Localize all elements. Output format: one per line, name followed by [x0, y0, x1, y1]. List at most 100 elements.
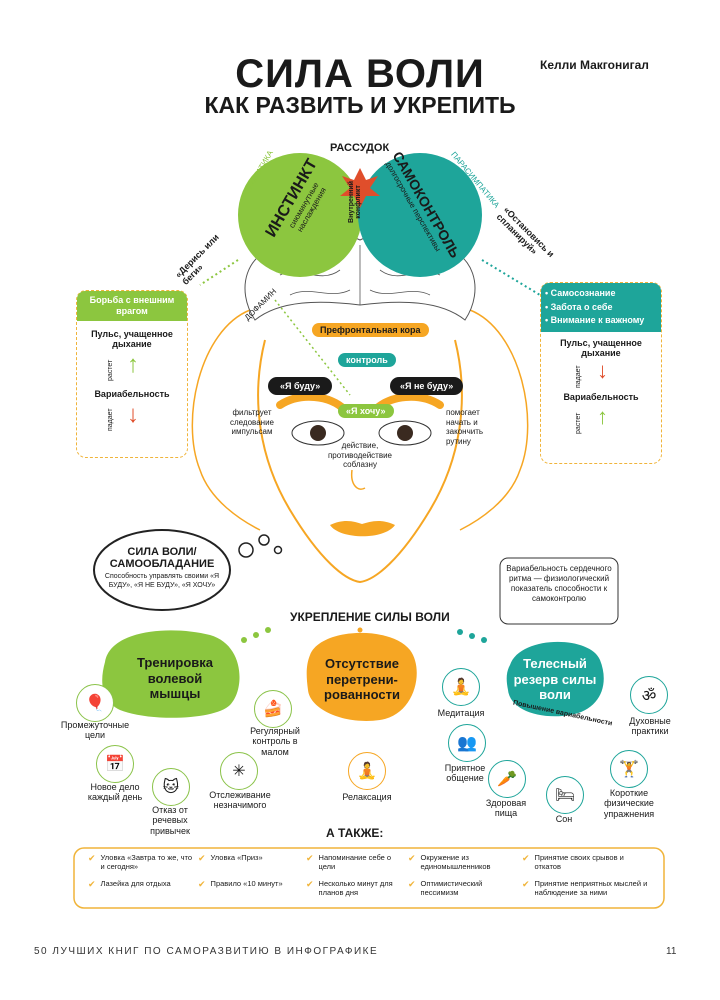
check-icon: ✔	[88, 879, 96, 889]
hrv-text: Вариабельность сердечного ритма — физиол…	[506, 564, 612, 603]
check-icon: ✔	[88, 853, 96, 863]
footer-text: 50 ЛУЧШИХ КНИГ ПО САМОРАЗВИТИЮ В ИНФОГРА…	[34, 946, 379, 957]
willpower-text-group: СИЛА ВОЛИ/ САМООБЛАДАНИЕ Способность упр…	[104, 546, 220, 590]
training-item: Регулярный контроль в малом	[250, 726, 300, 757]
hrv-bubble	[499, 557, 619, 625]
relax-icon: 🧘	[348, 752, 386, 790]
check-icon: ✔	[522, 853, 530, 863]
arrow-up-icon: ↑	[597, 403, 608, 429]
reason-label: РАССУДОК	[330, 142, 390, 154]
also-item: ✔Несколько минут для планов дня	[306, 879, 393, 897]
instinct-bubble	[238, 153, 362, 277]
left-brow	[276, 392, 349, 414]
also-item: ✔Напоминание себе о цели	[306, 853, 392, 871]
control-pill: контроль	[338, 353, 396, 367]
also-item: ✔Принятие своих срывов и откатов	[522, 853, 624, 871]
training-item: Новое дело каждый день	[87, 782, 143, 803]
right-card-item: • Самосознание	[545, 288, 616, 298]
want-pill: «Я хочу»	[338, 404, 394, 418]
conflict-spark-icon	[340, 168, 380, 208]
page-subtitle: КАК РАЗВИТЬ И УКРЕПИТЬ	[204, 92, 516, 118]
right-card-falls: падает	[575, 364, 582, 388]
training-item: Промежуточные цели	[60, 720, 130, 741]
also-item: ✔Правило «10 минут»	[198, 879, 283, 889]
left-card-falls: падает	[107, 408, 114, 431]
also-item: ✔Лазейка для отдыха	[88, 879, 171, 889]
no-overtrain-title: Отсутствие перетрени-рованности	[324, 656, 400, 703]
also-item: ✔Уловка «Завтра то же, что и сегодня»	[88, 853, 193, 871]
check-icon: ✔	[522, 879, 530, 889]
right-card-grows: растет	[575, 412, 582, 434]
right-card-item: • Внимание к важному	[545, 315, 645, 325]
right-card-pulse: Пульс, учащенное дыхание	[560, 337, 642, 358]
face-outline	[257, 339, 463, 584]
check-icon: ✔	[198, 879, 206, 889]
exercise-icon: 🏋	[610, 750, 648, 788]
check-icon: ✔	[408, 853, 416, 863]
check-icon: ✔	[198, 853, 206, 863]
cake-icon: 🍰	[254, 690, 292, 728]
no-overtrain-blob	[306, 632, 417, 721]
right-card-head: • Самосознание • Забота о себе • Внимани…	[541, 283, 661, 332]
also-item: ✔Оптимистический пессимизм	[408, 879, 483, 897]
body-item: Духовные практики	[629, 716, 671, 737]
hair-outline	[191, 309, 529, 531]
body-item: Медитация	[437, 708, 485, 718]
training-item: Отказ от речевых привычек	[150, 805, 190, 836]
wont-do-pill: «Я не буду»	[390, 377, 464, 395]
helps-label: помогает начать и закончить рутину	[446, 408, 484, 446]
nose	[350, 469, 366, 490]
body-reserve-title: Телесный резерв силы воли	[513, 656, 597, 703]
right-card: • Самосознание • Забота о себе • Внимани…	[540, 282, 662, 464]
body-item: Приятное общение	[444, 763, 486, 784]
strengthen-title: УКРЕПЛЕНИЕ СИЛЫ ВОЛИ	[290, 610, 450, 624]
right-card-variability: Вариабельность	[563, 391, 639, 402]
filters-label: фильтрует следование импульсам	[229, 408, 274, 437]
willpower-bubble	[93, 529, 231, 611]
author: Келли Макгонигал	[540, 58, 649, 72]
carrot-icon: 🥕	[488, 760, 526, 798]
willpower-text: Способность управлять своими «Я БУДУ», «…	[104, 573, 220, 589]
conflict-label: Внутренний конфликт	[348, 181, 362, 223]
also-item: ✔Принятие неприятных мыслей и наблюдение…	[522, 879, 648, 897]
balloon-icon: 🎈	[76, 684, 114, 722]
also-item: ✔Уловка «Приз»	[198, 853, 263, 863]
relax-label: Релаксация	[342, 792, 392, 802]
page-number: 11	[666, 946, 677, 957]
right-card-item: • Забота о себе	[545, 301, 613, 312]
action-label: действие, противодействие соблазну	[327, 441, 393, 470]
calendar-icon: 📅	[96, 745, 134, 783]
left-card-head: Борьба с внешним врагом	[77, 291, 187, 321]
friends-icon: 👥	[448, 724, 486, 762]
left-card-grows: растет	[107, 359, 114, 381]
om-icon: ॐ	[630, 676, 668, 714]
cat-icon: 🐱	[152, 768, 190, 806]
body-reserve-blob	[506, 641, 604, 717]
will-do-pill: «Я буду»	[268, 377, 333, 395]
page-title: СИЛА ВОЛИ	[235, 52, 485, 96]
left-card-variability: Вариабельность	[94, 388, 170, 399]
training-title: Тренировка волевой мышцы	[136, 655, 214, 702]
meditation-icon: 🧘	[442, 668, 480, 706]
arrow-up-icon: ↑	[127, 350, 139, 378]
check-icon: ✔	[306, 879, 314, 889]
training-blob	[102, 630, 240, 718]
willpower-title: СИЛА ВОЛИ/ САМООБЛАДАНИЕ	[109, 546, 215, 571]
bug-icon: ✳	[220, 752, 258, 790]
also-box	[73, 847, 665, 909]
arrow-down-icon: ↓	[127, 400, 139, 428]
left-card-pulse: Пульс, учащенное дыхание	[91, 328, 173, 349]
body-item: Короткие физические упражнения	[603, 788, 655, 819]
selfcontrol-bubble	[358, 153, 482, 277]
body-item: Сон	[555, 814, 573, 824]
left-card: Борьба с внешним врагом Пульс, учащенное…	[76, 290, 188, 458]
also-title: А ТАКЖЕ:	[326, 826, 384, 840]
check-icon: ✔	[408, 879, 416, 889]
prefrontal-pill: Префронтальная кора	[312, 323, 429, 337]
bed-icon: 🛏	[546, 776, 584, 814]
lips	[330, 521, 395, 537]
also-item: ✔Окружение из единомышленников	[408, 853, 491, 871]
check-icon: ✔	[306, 853, 314, 863]
training-item: Отслеживание незначимого	[209, 790, 271, 811]
